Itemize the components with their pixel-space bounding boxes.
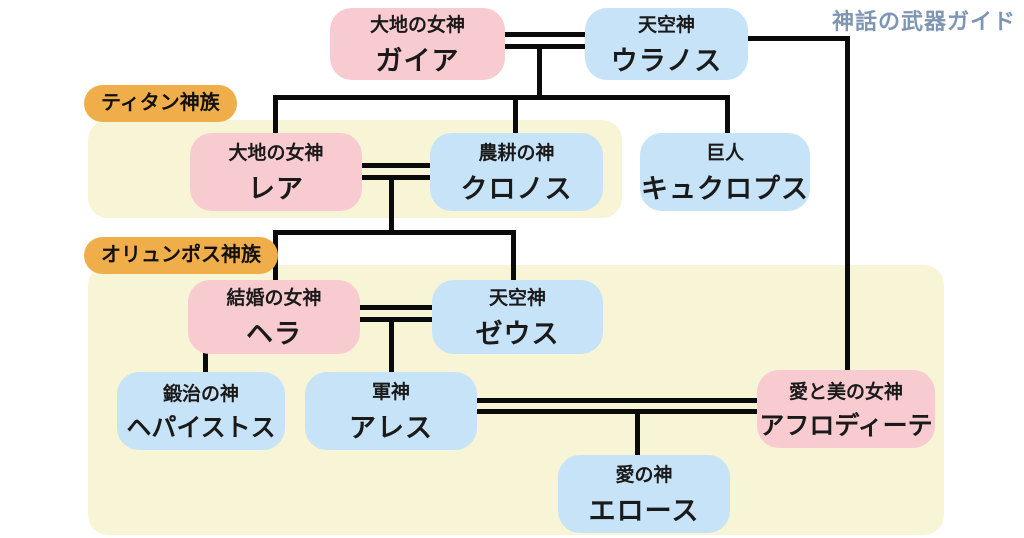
connector-marriage-hera-zeus-lower xyxy=(358,317,434,322)
connector-marriage-rhea-cronus-upper xyxy=(360,163,432,168)
node-cronus-name: クロノス xyxy=(460,174,573,204)
connector-marriage-gaia-uranus-upper xyxy=(503,32,587,37)
connector-uranus-branch-horizontal xyxy=(744,36,850,41)
node-aphrodite-name: アフロディーテ xyxy=(759,411,933,440)
page-title: 神話の武器ガイド xyxy=(831,9,1016,34)
node-hera-role: 結婚の女神 xyxy=(226,288,322,309)
node-hephaestus-role: 鍛治の神 xyxy=(162,383,239,405)
connector-ares-aphrodite-to-eros xyxy=(635,409,640,457)
connector-drop-cyclops xyxy=(725,95,730,137)
node-gaia-name: ガイア xyxy=(375,46,460,76)
node-cyclops-name: キュクロプス xyxy=(641,174,809,204)
node-hera-name: ヘラ xyxy=(246,319,302,349)
olympus-group-badge: オリュンポス神族 xyxy=(84,237,278,274)
node-uranus-role: 天空神 xyxy=(637,15,695,36)
connector-gaia-uranus-to-children xyxy=(537,44,542,100)
connector-marriage-hera-zeus-upper xyxy=(358,305,434,310)
connector-marriage-ares-aphrodite-lower xyxy=(475,409,760,414)
node-eros-role: 愛の神 xyxy=(615,465,673,486)
connector-marriage-ares-aphrodite-upper xyxy=(475,398,760,403)
node-aphrodite-role: 愛と美の女神 xyxy=(788,381,903,403)
connector-drop-zeus xyxy=(511,230,516,282)
node-cronus: 農耕の神 クロノス xyxy=(430,133,603,211)
node-uranus: 天空神 ウラノス xyxy=(585,8,748,80)
connector-drop-cronus xyxy=(513,95,518,137)
connector-uranus-to-aphrodite xyxy=(845,36,850,372)
node-uranus-name: ウラノス xyxy=(610,46,723,76)
node-hera: 結婚の女神 ヘラ xyxy=(188,280,360,354)
titan-group-badge: ティタン神族 xyxy=(84,85,237,122)
connector-hera-to-hephaestus xyxy=(203,350,208,374)
titan-group-label: ティタン神族 xyxy=(101,92,220,114)
node-eros: 愛の神 エロース xyxy=(558,455,730,533)
node-gaia: 大地の女神 ガイア xyxy=(330,8,505,80)
node-cyclops-role: 巨人 xyxy=(705,143,744,164)
node-zeus-role: 天空神 xyxy=(488,288,546,309)
node-gaia-role: 大地の女神 xyxy=(369,15,465,36)
node-ares-role: 軍神 xyxy=(371,382,410,403)
connector-marriage-gaia-uranus-lower xyxy=(503,44,587,49)
connector-sibling-row-olympians xyxy=(273,230,516,235)
node-ares-name: アレス xyxy=(349,413,433,443)
connector-hera-zeus-to-ares xyxy=(389,317,394,374)
node-zeus: 天空神 ゼウス xyxy=(432,280,603,354)
node-aphrodite: 愛と美の女神 アフロディーテ xyxy=(757,370,935,448)
node-rhea-name: レア xyxy=(248,174,304,204)
connector-rhea-cronus-to-children xyxy=(389,175,394,235)
node-ares: 軍神 アレス xyxy=(305,372,477,450)
node-hephaestus-name: ヘパイストス xyxy=(126,413,276,442)
connector-sibling-row-titans xyxy=(273,95,730,100)
node-eros-name: エロース xyxy=(588,496,700,526)
node-rhea-role: 大地の女神 xyxy=(228,143,324,164)
connector-marriage-rhea-cronus-lower xyxy=(360,175,432,180)
olympus-group-label: オリュンポス神族 xyxy=(101,244,261,266)
node-cyclops: 巨人 キュクロプス xyxy=(640,133,810,211)
node-cronus-role: 農耕の神 xyxy=(478,143,555,164)
connector-drop-rhea xyxy=(273,95,278,137)
node-zeus-name: ゼウス xyxy=(475,319,560,349)
node-hephaestus: 鍛治の神 ヘパイストス xyxy=(117,372,285,450)
node-rhea: 大地の女神 レア xyxy=(190,133,362,211)
